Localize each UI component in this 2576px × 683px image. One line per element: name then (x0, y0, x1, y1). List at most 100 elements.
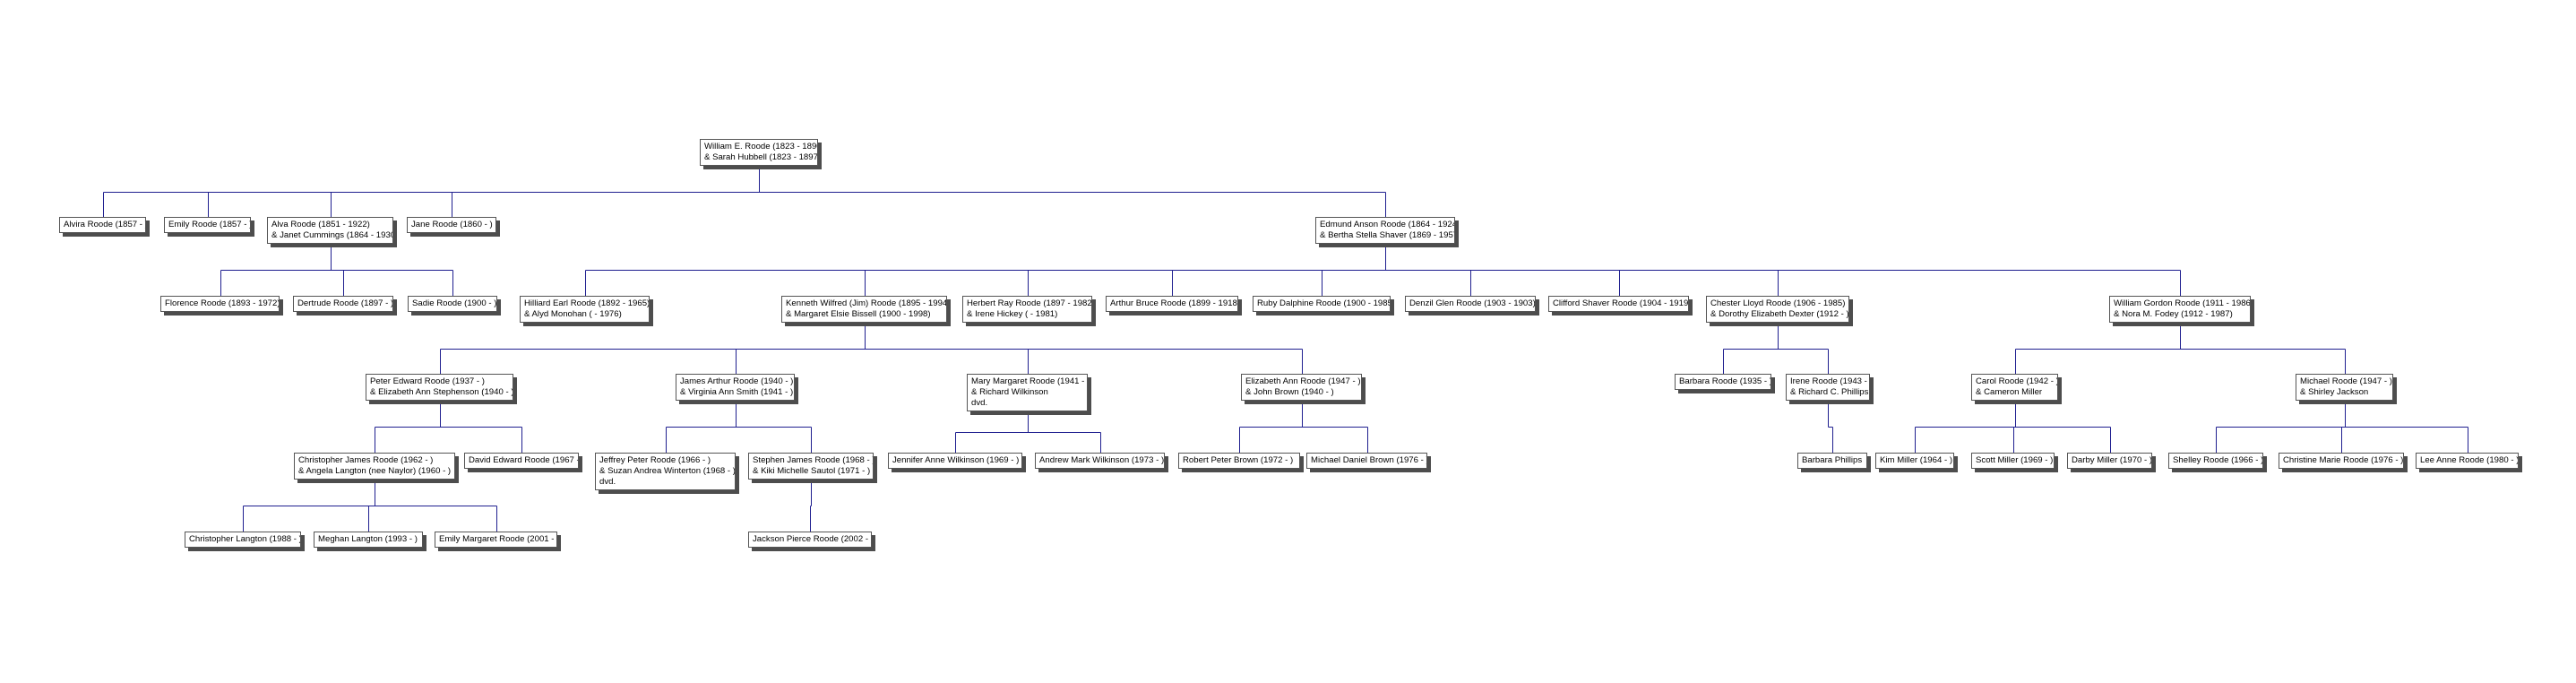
person-box-edmund[interactable]: Edmund Anson Roode (1864 - 1924)& Bertha… (1315, 217, 1455, 244)
person-box-williamg[interactable]: William Gordon Roode (1911 - 1986)& Nora… (2109, 296, 2251, 323)
person-box-andrew[interactable]: Andrew Mark Wilkinson (1973 - ) (1035, 453, 1165, 469)
person-box-emilym[interactable]: Emily Margaret Roode (2001 - ) (435, 532, 557, 548)
person-box-clifford[interactable]: Clifford Shaver Roode (1904 - 1919) (1548, 296, 1689, 312)
person-text-line: Jane Roode (1860 - ) (411, 220, 493, 229)
person-box-herbert[interactable]: Herbert Ray Roode (1897 - 1982)& Irene H… (962, 296, 1092, 323)
person-box-darby[interactable]: Darby Miller (1970 - ) (2067, 453, 2152, 469)
person-text-line: Christopher James Roode (1962 - ) (298, 455, 434, 465)
person-text-line: Dertrude Roode (1897 - ) (297, 298, 393, 308)
person-text-line: Alvira Roode (1857 - ) (64, 220, 146, 229)
person-text-line: & Sarah Hubbell (1823 - 1897) (704, 152, 818, 162)
person-text-line: Barbara Phillips (1802, 455, 1863, 465)
person-text-line: Emily Roode (1857 - ) (168, 220, 251, 229)
person-text-line: Meghan Langton (1993 - ) (318, 534, 418, 544)
person-text-line: Scott Miller (1969 - ) (1976, 455, 2054, 465)
person-text-line: Barbara Roode (1935 - ) (1679, 376, 1771, 386)
person-text-line: dvd. (971, 398, 988, 408)
person-text-line: Arthur Bruce Roode (1899 - 1918) (1110, 298, 1238, 308)
person-text-line: Sadie Roode (1900 - ) (412, 298, 497, 308)
person-text-line: & Kiki Michelle Sautol (1971 - ) (753, 466, 871, 476)
person-text-line: Mary Margaret Roode (1941 - ) (971, 376, 1088, 386)
person-box-robert[interactable]: Robert Peter Brown (1972 - ) (1178, 453, 1300, 469)
person-text-line: & John Brown (1940 - ) (1245, 387, 1334, 397)
person-text-line: Darby Miller (1970 - ) (2072, 455, 2152, 465)
person-text-line: Andrew Mark Wilkinson (1973 - ) (1039, 455, 1165, 465)
person-text-line: William E. Roode (1823 - 1890) (704, 142, 818, 151)
person-box-jeffrey[interactable]: Jeffrey Peter Roode (1966 - )& Suzan And… (595, 453, 736, 490)
person-text-line: Irene Roode (1943 - ) (1790, 376, 1870, 386)
person-text-line: Hilliard Earl Roode (1892 - 1965) (524, 298, 650, 308)
person-box-kenneth[interactable]: Kenneth Wilfred (Jim) Roode (1895 - 1994… (781, 296, 947, 323)
person-text-line: Edmund Anson Roode (1864 - 1924) (1320, 220, 1455, 229)
person-text-line: William Gordon Roode (1911 - 1986) (2114, 298, 2251, 308)
person-box-irene[interactable]: Irene Roode (1943 - )& Richard C. Philli… (1786, 374, 1870, 401)
person-text-line: Michael Daniel Brown (1976 - ) (1311, 455, 1427, 465)
person-box-meghan[interactable]: Meghan Langton (1993 - ) (314, 532, 423, 548)
person-text-line: Elizabeth Ann Roode (1947 - ) (1245, 376, 1361, 386)
person-box-mary[interactable]: Mary Margaret Roode (1941 - )& Richard W… (967, 374, 1088, 411)
person-box-christine[interactable]: Christine Marie Roode (1976 - ) (2279, 453, 2404, 469)
person-text-line: Carol Roode (1942 - ) (1976, 376, 2058, 386)
person-box-jane[interactable]: Jane Roode (1860 - ) (407, 217, 496, 233)
person-text-line: Lee Anne Roode (1980 - ) (2420, 455, 2519, 465)
person-text-line: Jeffrey Peter Roode (1966 - ) (599, 455, 711, 465)
person-text-line: James Arthur Roode (1940 - ) (680, 376, 794, 386)
person-box-christopherl[interactable]: Christopher Langton (1988 - ) (185, 532, 301, 548)
person-box-florence[interactable]: Florence Roode (1893 - 1972) (160, 296, 280, 312)
person-text-line: Kim Miller (1964 - ) (1880, 455, 1953, 465)
person-text-line: Robert Peter Brown (1972 - ) (1183, 455, 1294, 465)
person-box-michael[interactable]: Michael Roode (1947 - )& Shirley Jackson (2296, 374, 2393, 401)
person-box-james[interactable]: James Arthur Roode (1940 - )& Virginia A… (676, 374, 795, 401)
person-text-line: Chester Lloyd Roode (1906 - 1985) (1710, 298, 1846, 308)
person-text-line: Christopher Langton (1988 - ) (189, 534, 301, 544)
person-box-ruby[interactable]: Ruby Dalphine Roode (1900 - 1985) (1253, 296, 1391, 312)
person-box-carol[interactable]: Carol Roode (1942 - )& Cameron Miller (1971, 374, 2058, 401)
person-box-lee[interactable]: Lee Anne Roode (1980 - ) (2416, 453, 2519, 469)
person-box-chester[interactable]: Chester Lloyd Roode (1906 - 1985)& Dorot… (1706, 296, 1849, 323)
person-box-kim[interactable]: Kim Miller (1964 - ) (1875, 453, 1954, 469)
person-text-line: & Bertha Stella Shaver (1869 - 1957) (1320, 230, 1455, 240)
person-box-elizabeth[interactable]: Elizabeth Ann Roode (1947 - )& John Brow… (1241, 374, 1362, 401)
person-box-denzil[interactable]: Denzil Glen Roode (1903 - 1903) (1405, 296, 1536, 312)
person-box-david[interactable]: David Edward Roode (1967 - ) (464, 453, 579, 469)
person-text-line: & Virginia Ann Smith (1941 - ) (680, 387, 794, 397)
person-box-jackson[interactable]: Jackson Pierce Roode (2002 - ) (748, 532, 872, 548)
person-box-sadie[interactable]: Sadie Roode (1900 - ) (408, 296, 497, 312)
person-text-line: & Dorothy Elizabeth Dexter (1912 - ) (1710, 309, 1849, 319)
person-text-line: & Suzan Andrea Winterton (1968 - ) (599, 466, 736, 476)
person-box-stephen[interactable]: Stephen James Roode (1968 - )& Kiki Mich… (748, 453, 874, 480)
person-box-jennifer[interactable]: Jennifer Anne Wilkinson (1969 - ) (888, 453, 1022, 469)
person-box-barbara[interactable]: Barbara Roode (1935 - ) (1675, 374, 1771, 390)
person-text-line: Kenneth Wilfred (Jim) Roode (1895 - 1994… (786, 298, 947, 308)
person-box-dertrude[interactable]: Dertrude Roode (1897 - ) (293, 296, 393, 312)
person-text-line: & Nora M. Fodey (1912 - 1987) (2114, 309, 2233, 319)
person-text-line: & Angela Langton (nee Naylor) (1960 - ) (298, 466, 452, 476)
person-box-alva[interactable]: Alva Roode (1851 - 1922)& Janet Cummings… (267, 217, 393, 244)
person-box-christopherj[interactable]: Christopher James Roode (1962 - )& Angel… (294, 453, 455, 480)
person-box-alvira[interactable]: Alvira Roode (1857 - ) (59, 217, 146, 233)
person-text-line: & Alyd Monohan ( - 1976) (524, 309, 622, 319)
person-text-line: Florence Roode (1893 - 1972) (165, 298, 280, 308)
person-box-scott[interactable]: Scott Miller (1969 - ) (1971, 453, 2055, 469)
person-text-line: & Janet Cummings (1864 - 1930) (271, 230, 393, 240)
person-text-line: David Edward Roode (1967 - ) (469, 455, 579, 465)
person-text-line: Clifford Shaver Roode (1904 - 1919) (1553, 298, 1689, 308)
person-box-peter[interactable]: Peter Edward Roode (1937 - )& Elizabeth … (366, 374, 513, 401)
person-box-william[interactable]: William E. Roode (1823 - 1890)& Sarah Hu… (700, 139, 818, 166)
person-text-line: Peter Edward Roode (1937 - ) (370, 376, 485, 386)
person-box-hilliard[interactable]: Hilliard Earl Roode (1892 - 1965)& Alyd … (520, 296, 650, 323)
person-text-line: Shelley Roode (1966 - ) (2173, 455, 2263, 465)
person-text-line: & Richard Wilkinson (971, 387, 1048, 397)
person-box-arthur[interactable]: Arthur Bruce Roode (1899 - 1918) (1106, 296, 1238, 312)
person-text-line: Christine Marie Roode (1976 - ) (2283, 455, 2404, 465)
person-text-line: Jackson Pierce Roode (2002 - ) (753, 534, 872, 544)
person-text-line: & Shirley Jackson (2300, 387, 2369, 397)
person-text-line: Alva Roode (1851 - 1922) (271, 220, 370, 229)
person-box-barbarap[interactable]: Barbara Phillips (1797, 453, 1867, 469)
person-text-line: Herbert Ray Roode (1897 - 1982) (967, 298, 1092, 308)
person-box-shelley[interactable]: Shelley Roode (1966 - ) (2168, 453, 2263, 469)
person-box-emily[interactable]: Emily Roode (1857 - ) (164, 217, 251, 233)
person-box-michaelb[interactable]: Michael Daniel Brown (1976 - ) (1306, 453, 1427, 469)
